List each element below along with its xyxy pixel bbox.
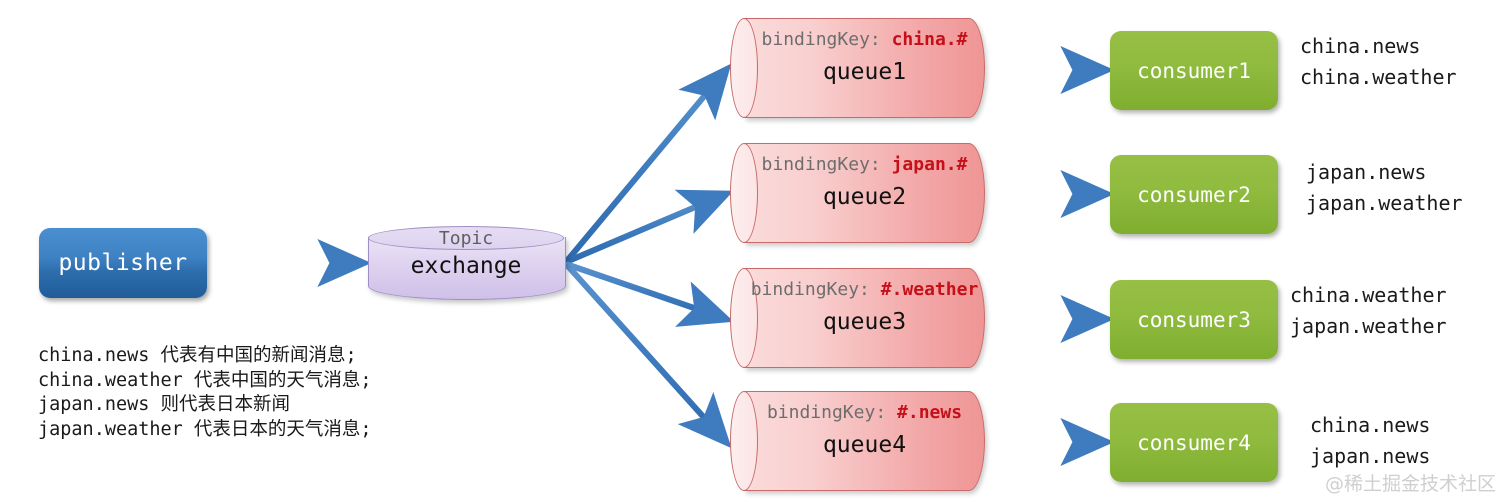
routing-key: china.weather xyxy=(1290,283,1447,307)
queue-name-label: queue4 xyxy=(822,432,907,458)
routing-keys-consumer-1: china.news china.weather xyxy=(1300,31,1457,93)
binding-key-pattern: #.weather xyxy=(880,279,979,300)
queue-name-label: queue3 xyxy=(822,309,907,335)
legend-line: china.weather 代表中国的天气消息; xyxy=(38,369,372,391)
routing-key: china.news xyxy=(1300,34,1421,58)
consumer-node-3[interactable]: consumer3 xyxy=(1110,280,1278,359)
arrow-exchange-to-queue3 xyxy=(565,261,734,327)
binding-key-label: bindingKey: xyxy=(761,29,881,50)
routing-key: china.weather xyxy=(1300,65,1457,89)
binding-key-pattern: #.news xyxy=(897,402,963,423)
publisher-label: publisher xyxy=(58,250,188,276)
legend-line: japan.weather 代表日本的天气消息; xyxy=(38,418,372,440)
queue-binding-key: bindingKey: china.# xyxy=(744,29,985,50)
queue-cylinder-cap xyxy=(730,18,758,118)
consumer-label: consumer3 xyxy=(1137,307,1251,332)
queue-cylinder-body xyxy=(744,143,985,243)
queue-name-label: queue1 xyxy=(822,59,907,85)
queue-node-1[interactable]: bindingKey: china.# queue1 xyxy=(730,18,985,118)
legend-line: china.news 代表有中国的新闻消息; xyxy=(38,345,357,366)
arrow-exchange-to-queue1 xyxy=(563,63,732,264)
routing-key: china.news xyxy=(1310,413,1431,437)
publisher-node[interactable]: publisher xyxy=(39,228,207,298)
queue-node-3[interactable]: bindingKey: #.weather queue3 xyxy=(730,268,985,368)
arrow-exchange-to-queue4 xyxy=(563,261,732,449)
legend-block: china.news 代表有中国的新闻消息; china.weather 代表中… xyxy=(38,344,372,442)
arrow-exchange-to-queue2 xyxy=(564,189,734,265)
exchange-cylinder-top xyxy=(368,226,564,250)
queue-cylinder-body xyxy=(744,268,985,368)
queue-binding-key: bindingKey: japan.# xyxy=(744,154,985,175)
routing-keys-consumer-4: china.news japan.news xyxy=(1310,410,1430,472)
queue-name-label: queue2 xyxy=(822,184,907,210)
binding-key-label: bindingKey: xyxy=(750,279,870,300)
routing-key: japan.news xyxy=(1310,444,1431,468)
queue-cylinder-body xyxy=(744,391,985,491)
routing-key: japan.news xyxy=(1306,160,1427,184)
legend-line: japan.news 则代表日本新闻 xyxy=(38,394,291,415)
binding-key-pattern: japan.# xyxy=(891,154,968,175)
queue-cylinder-cap xyxy=(730,143,758,243)
queue-binding-key: bindingKey: #.weather xyxy=(744,279,985,300)
consumer-node-2[interactable]: consumer2 xyxy=(1110,155,1278,234)
consumer-label: consumer1 xyxy=(1137,58,1251,83)
queue-node-4[interactable]: bindingKey: #.news queue4 xyxy=(730,391,985,491)
consumer-node-1[interactable]: consumer1 xyxy=(1110,31,1278,110)
routing-key: japan.weather xyxy=(1306,191,1463,215)
binding-key-pattern: china.# xyxy=(891,29,968,50)
binding-key-label: bindingKey: xyxy=(761,154,881,175)
consumer-label: consumer4 xyxy=(1137,430,1251,455)
exchange-name-label: exchange xyxy=(410,253,522,279)
exchange-node[interactable]: Topic exchange xyxy=(368,226,566,302)
queue-binding-key: bindingKey: #.news xyxy=(744,402,985,423)
exchange-type-label: Topic xyxy=(438,228,494,249)
queue-node-2[interactable]: bindingKey: japan.# queue2 xyxy=(730,143,985,243)
watermark: @稀土掘金技术社区 xyxy=(1324,473,1496,495)
queue-cylinder-body xyxy=(744,18,985,118)
routing-key: japan.weather xyxy=(1290,314,1447,338)
consumer-label: consumer2 xyxy=(1137,182,1251,207)
binding-key-label: bindingKey: xyxy=(766,402,887,423)
routing-keys-consumer-3: china.weather japan.weather xyxy=(1290,280,1447,342)
routing-keys-consumer-2: japan.news japan.weather xyxy=(1306,157,1463,219)
consumer-node-4[interactable]: consumer4 xyxy=(1110,403,1278,482)
